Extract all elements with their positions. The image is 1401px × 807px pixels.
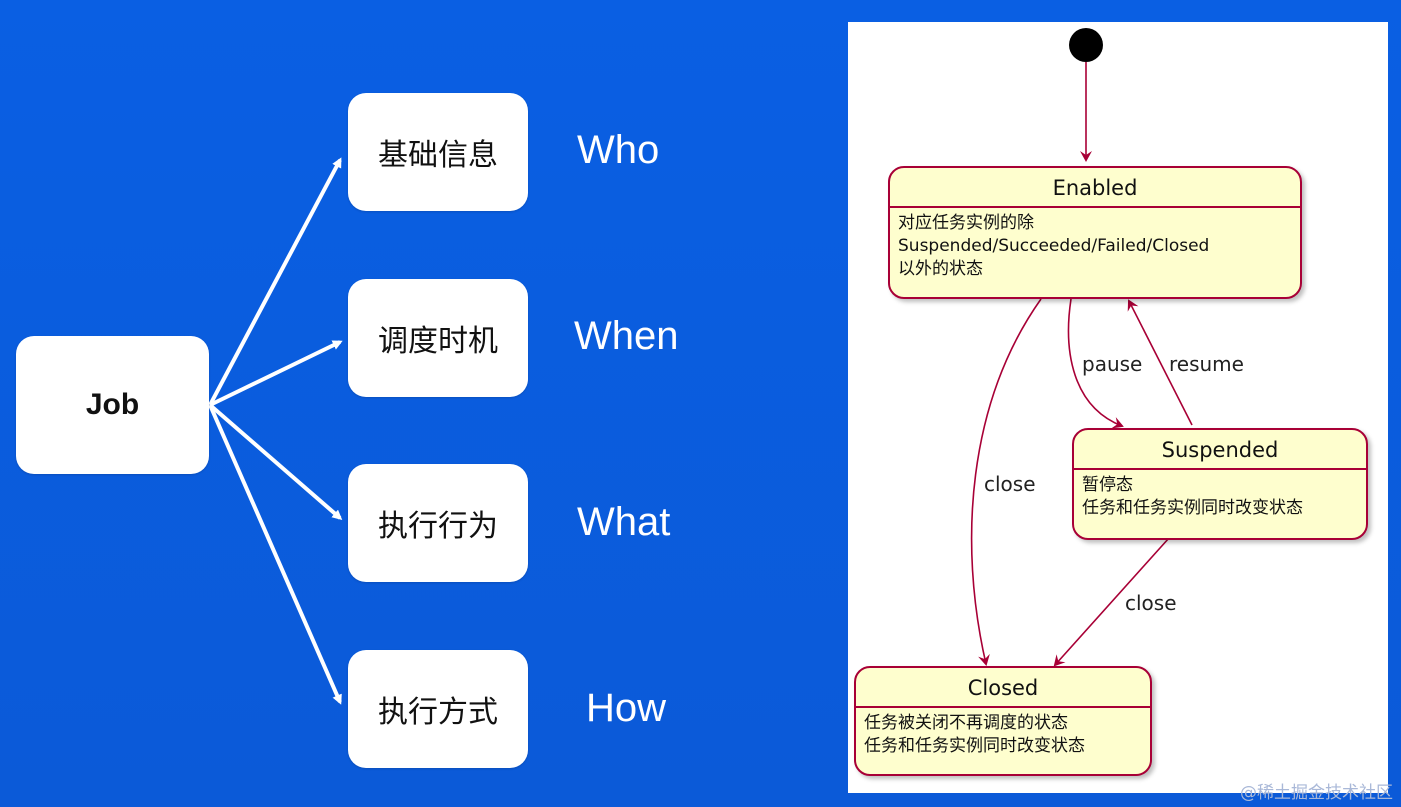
state-suspended-desc: 暂停态 任务和任务实例同时改变状态	[1074, 470, 1366, 524]
job-node: Job	[16, 336, 209, 474]
arrow-to-how	[208, 404, 342, 705]
state-closed: Closed 任务被关闭不再调度的状态 任务和任务实例同时改变状态	[854, 666, 1152, 776]
arrow-to-who	[208, 157, 342, 406]
state-suspended: Suspended 暂停态 任务和任务实例同时改变状态	[1072, 428, 1368, 540]
transition-close-suspended	[1053, 537, 1170, 667]
initial-state-dot	[1069, 28, 1103, 62]
state-suspended-title: Suspended	[1074, 430, 1366, 470]
question-how: How	[586, 686, 667, 730]
state-enabled: Enabled 对应任务实例的除 Suspended/Succeeded/Fai…	[888, 166, 1302, 299]
label-resume: resume	[1169, 352, 1244, 376]
state-enabled-title: Enabled	[890, 168, 1300, 208]
state-transition-arrows	[970, 28, 1193, 667]
arrow-to-when	[209, 340, 343, 407]
desc-line: 任务和任务实例同时改变状态	[864, 736, 1085, 756]
state-diagram-panel: Enabled 对应任务实例的除 Suspended/Succeeded/Fai…	[848, 22, 1388, 793]
desc-line: 任务和任务实例同时改变状态	[1082, 498, 1303, 518]
question-who: Who	[577, 128, 660, 172]
aspect-label: 基础信息	[378, 138, 498, 173]
desc-line: Suspended/Succeeded/Failed/Closed	[898, 236, 1210, 256]
aspect-label: 执行行为	[378, 509, 498, 544]
question-what: What	[577, 500, 671, 544]
transition-resume	[1127, 299, 1193, 426]
desc-line: 任务被关闭不再调度的状态	[864, 713, 1068, 733]
transition-pause	[1067, 298, 1124, 429]
transition-close-enabled	[970, 298, 1042, 666]
label-close-enabled: close	[984, 472, 1036, 496]
aspect-label: 调度时机	[378, 324, 498, 359]
state-closed-desc: 任务被关闭不再调度的状态 任务和任务实例同时改变状态	[856, 708, 1150, 762]
aspect-schedule-timing: 调度时机	[348, 279, 528, 397]
job-label: Job	[85, 388, 140, 421]
aspect-execution-behavior: 执行行为	[348, 464, 528, 582]
watermark: @稀土掘金技术社区	[1240, 783, 1393, 803]
desc-line: 对应任务实例的除	[898, 213, 1034, 233]
aspect-execution-mode: 执行方式	[348, 650, 528, 768]
state-enabled-desc: 对应任务实例的除 Suspended/Succeeded/Failed/Clos…	[890, 208, 1300, 285]
question-when: When	[574, 314, 679, 358]
desc-line: 以外的状态	[898, 259, 983, 279]
desc-line: 暂停态	[1082, 475, 1133, 495]
job-aspect-arrows	[208, 157, 343, 705]
arrow-to-what	[208, 403, 343, 520]
state-closed-title: Closed	[856, 668, 1150, 708]
aspect-basic-info: 基础信息	[348, 93, 528, 211]
label-close-suspended: close	[1125, 591, 1177, 615]
label-pause: pause	[1082, 352, 1143, 376]
aspect-label: 执行方式	[378, 695, 498, 730]
